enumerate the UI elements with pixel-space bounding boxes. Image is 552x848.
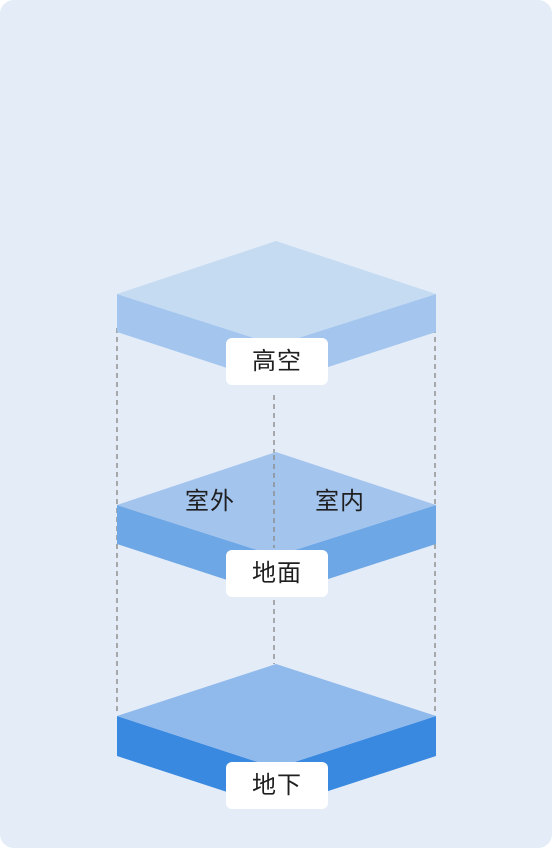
layer-tag-high-altitude: 高空 [226, 338, 328, 385]
zone-label-outdoor: 室外 [185, 487, 235, 515]
slab-top-underground [117, 664, 436, 768]
slab-top-high-altitude [117, 241, 436, 345]
zone-label-indoor: 室内 [315, 487, 365, 515]
layer-tag-underground: 地下 [226, 762, 328, 809]
layer-tag-ground: 地面 [226, 550, 328, 597]
slab-top-ground [117, 452, 436, 556]
